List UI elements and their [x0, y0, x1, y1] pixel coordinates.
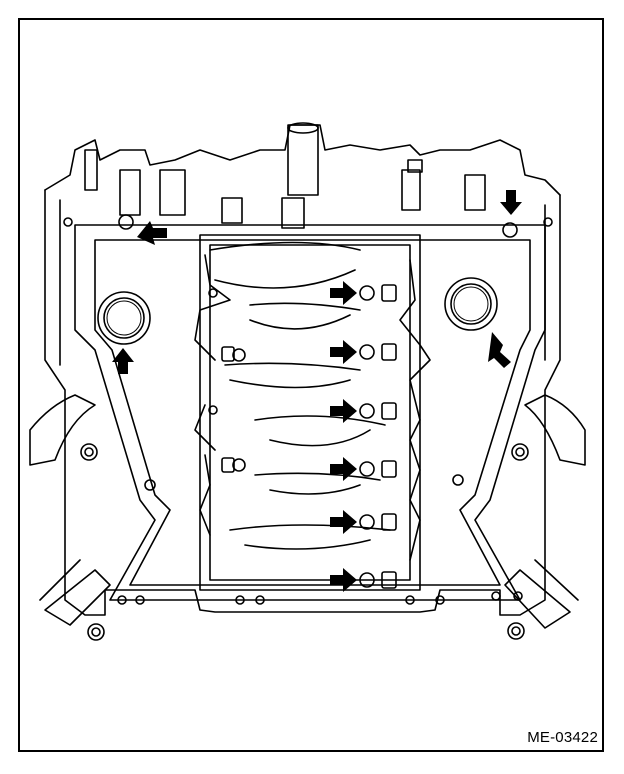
crank-web-2	[249, 302, 361, 330]
left-lower-leg	[44, 569, 111, 626]
bedplate-frame	[74, 224, 546, 601]
arrow-right-top	[500, 190, 522, 215]
journal-web	[199, 234, 421, 591]
bolt-holes	[63, 214, 553, 641]
arrow-left-top	[137, 221, 167, 245]
right-oil-seal-bore	[444, 277, 498, 331]
top-bolt-right	[407, 159, 423, 173]
top-cylinder-center	[287, 124, 319, 196]
crank-web-1	[209, 241, 361, 289]
arrow-left-bore	[112, 348, 134, 374]
arrow-right-bore	[488, 332, 511, 368]
crank-web-5	[254, 472, 381, 495]
engine-top-silhouette	[44, 124, 561, 196]
arrow-bolt-1	[330, 281, 357, 305]
right-lower-leg	[504, 569, 571, 629]
arrow-bolt-6	[330, 568, 357, 592]
crank-web-3	[224, 362, 361, 389]
arrow-bolt-2	[330, 340, 357, 364]
arrow-bolt-4	[330, 457, 357, 481]
left-oil-seal-bore	[97, 291, 151, 345]
arrow-bolt-3	[330, 399, 357, 423]
right-support-leg	[524, 394, 586, 466]
left-support-leg	[29, 394, 96, 466]
crank-web-4	[254, 415, 386, 447]
arrow-bolt-5	[330, 510, 357, 534]
top-cylinder-left	[119, 169, 141, 216]
block-outline	[44, 189, 561, 616]
square-bosses	[221, 284, 397, 589]
figure-frame	[18, 18, 604, 752]
figure-id-label: ME-03422	[527, 729, 598, 746]
